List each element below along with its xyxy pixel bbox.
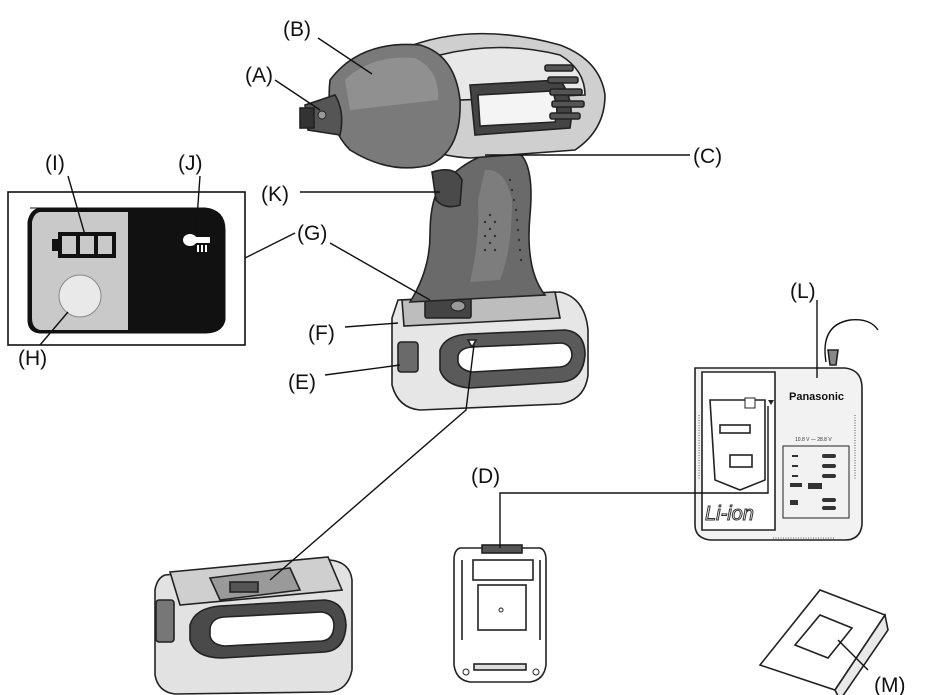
label-j: (J) <box>178 152 203 175</box>
label-b: (B) <box>283 18 311 41</box>
battery-cover <box>758 589 889 695</box>
leader-lines <box>39 37 869 671</box>
label-d: (D) <box>471 465 500 488</box>
label-f: (F) <box>308 322 335 345</box>
label-h: (H) <box>18 347 47 370</box>
charger-brand: Panasonic <box>789 391 844 403</box>
battery-pack-large <box>154 556 353 695</box>
part-labels: (A) (B) (C) (D) (E) (F) (G) (H) (I) (J) … <box>18 18 905 695</box>
battery-level-icon <box>52 232 116 258</box>
attached-battery-pack <box>391 291 589 411</box>
liion-mark: Li-ion <box>705 503 754 525</box>
impact-wrench <box>299 32 606 411</box>
label-i: (I) <box>45 152 65 175</box>
battery-indicator-inset <box>7 191 246 346</box>
label-c: (C) <box>693 145 722 168</box>
battery-charger: Panasonic 10.8 V — 28.8 V Li-ion <box>694 319 879 541</box>
label-g: (G) <box>297 222 327 245</box>
label-l: (L) <box>790 280 816 303</box>
label-m: (M) <box>874 674 905 695</box>
battery-check-button[interactable] <box>58 274 102 318</box>
charger-voltage: 10.8 V — 28.8 V <box>795 437 832 443</box>
label-k: (K) <box>261 183 289 206</box>
label-e: (E) <box>288 371 316 394</box>
label-a: (A) <box>245 64 273 87</box>
battery-pack-small <box>453 544 547 683</box>
lock-key-icon <box>183 234 210 252</box>
